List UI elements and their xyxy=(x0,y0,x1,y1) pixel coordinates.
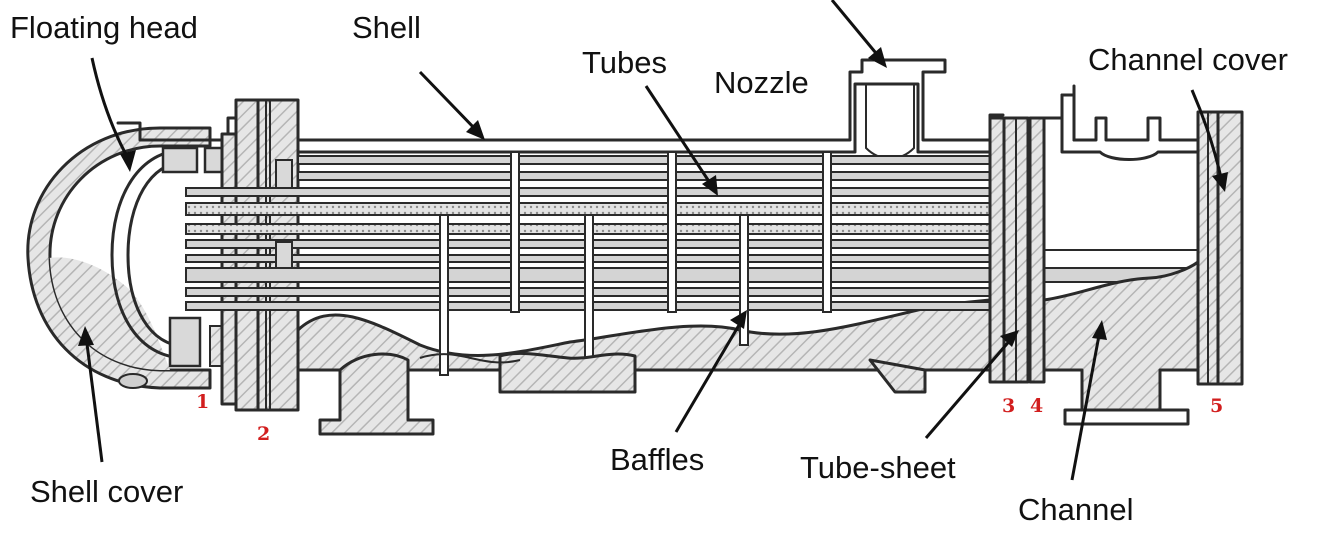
marker-2: 2 xyxy=(257,423,270,445)
marker-4: 4 xyxy=(1030,395,1043,417)
baffles-label: Baffles xyxy=(610,442,704,477)
right-tube-sheet xyxy=(988,116,1046,384)
marker-1: 1 xyxy=(196,391,209,413)
shell-cover-label: Shell cover xyxy=(30,474,183,509)
channel-part xyxy=(1042,84,1206,426)
channel-cover-label: Channel cover xyxy=(1088,42,1288,77)
floating-head-label: Floating head xyxy=(10,10,198,45)
shell-cover-part xyxy=(26,126,212,390)
tubes-label: Tubes xyxy=(582,45,667,80)
shell-label: Shell xyxy=(352,10,421,45)
nozzle-label: Nozzle xyxy=(714,65,809,100)
tube-sheet-label: Tube-sheet xyxy=(800,450,956,485)
marker-3: 3 xyxy=(1002,395,1015,417)
channel-label: Channel xyxy=(1018,492,1133,527)
marker-5: 5 xyxy=(1210,395,1223,417)
supports xyxy=(318,351,927,436)
channel-cover-part xyxy=(1196,110,1244,386)
pointer-arrows xyxy=(78,0,1228,481)
